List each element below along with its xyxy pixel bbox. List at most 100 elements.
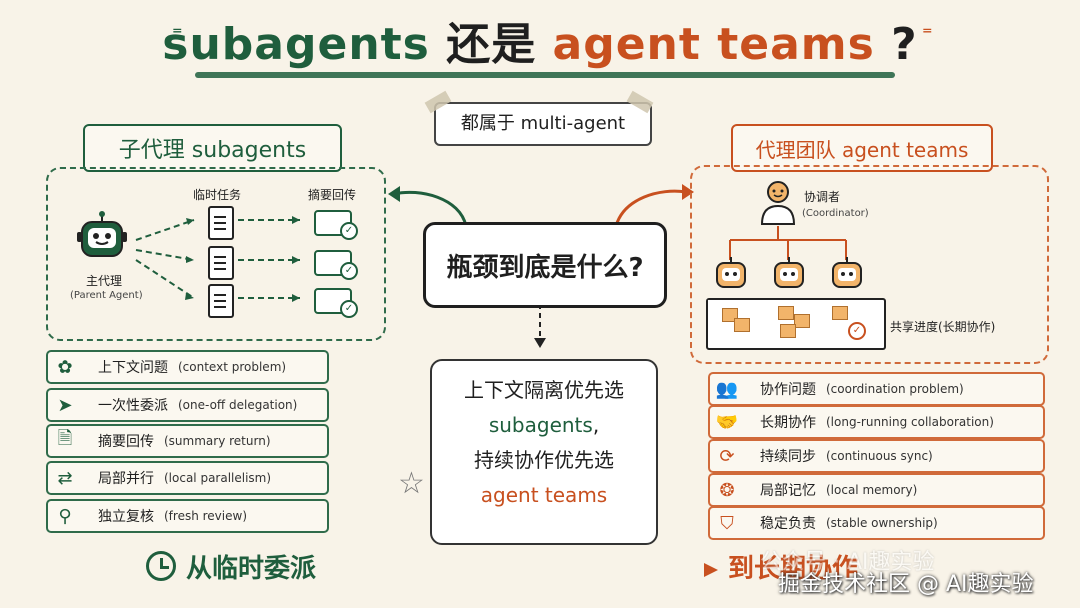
trait-label: 协作问题 <box>760 382 816 398</box>
shield-check-icon: ⛉ <box>720 512 734 534</box>
timeline-arrow <box>358 563 718 577</box>
robot-icon <box>76 210 128 266</box>
title-subagents: subagents <box>162 19 430 70</box>
team-robot-icon <box>830 256 864 294</box>
team-trait-item: ❂ 局部记忆 (local memory) <box>708 473 1045 507</box>
multi-agent-tag-text: 都属于 multi-agent <box>460 113 626 134</box>
recommendation-card: 上下文隔离优先选 subagents, 持续协作优先选 agent teams <box>430 359 658 545</box>
coordinator-icon <box>758 180 798 230</box>
shared-progress-label: 共享进度(长期协作) <box>890 320 996 334</box>
bottleneck-question-text: 瓶颈到底是什么? <box>446 252 644 283</box>
recommendation-agent-teams: agent teams <box>480 483 608 507</box>
sticky-note-icon <box>794 314 810 328</box>
document-check-icon: 🗎 <box>57 428 73 449</box>
trait-english: (coordination problem) <box>826 382 964 396</box>
agent-teams-panel <box>690 165 1049 364</box>
trait-label: 摘要回传 <box>98 434 154 450</box>
team-trait-item: ⛉ 稳定负责 (stable ownership) <box>708 506 1045 540</box>
board-column: ✓ <box>824 300 882 342</box>
team-robot-icon <box>714 256 748 294</box>
question-connectors <box>388 184 694 348</box>
team-trait-item: ⟳ 持续同步 (continuous sync) <box>708 439 1045 473</box>
summary-envelope-icon: ✓ <box>314 288 358 318</box>
trait-english: (context problem) <box>178 360 287 374</box>
check-icon: ✓ <box>340 300 358 318</box>
handshake-icon: 🤝 <box>715 411 739 433</box>
title-accent-right: ⁼ <box>922 22 933 46</box>
recommendation-line-1: 上下文隔离优先选 <box>464 378 624 402</box>
agent-teams-header-text: 代理团队 agent teams <box>755 137 969 162</box>
subagent-trait-item: ⇄ 局部并行 (local parallelism) <box>46 461 329 495</box>
summary-envelope-icon: ✓ <box>314 250 358 280</box>
check-icon: ✓ <box>340 222 358 240</box>
parent-agent-label: 主代理 <box>86 274 123 288</box>
trait-english: (local parallelism) <box>164 471 272 485</box>
subagent-trait-item: 🗎 摘要回传 (summary return) <box>46 424 329 458</box>
sync-icon: ⟳ <box>719 445 735 467</box>
subagents-header-text: 子代理 subagents <box>118 138 307 163</box>
summary-envelope-icon: ✓ <box>314 210 358 240</box>
subagent-flow-arrows <box>135 216 300 302</box>
team-robot-icon <box>772 256 806 294</box>
timeline-end: 到长期协作 <box>728 554 859 584</box>
trait-label: 稳定负责 <box>760 516 816 532</box>
trait-english: (continuous sync) <box>826 449 933 463</box>
sticky-note-icon <box>778 306 794 320</box>
trait-english: (stable ownership) <box>826 516 938 530</box>
title-question-mark: ? <box>891 19 918 70</box>
sticky-note-icon <box>780 324 796 338</box>
trait-english: (local memory) <box>826 483 918 497</box>
multi-agent-tag: 都属于 multi-agent <box>434 102 652 146</box>
trait-label: 局部记忆 <box>760 483 816 499</box>
trait-label: 独立复核 <box>98 509 154 525</box>
star-icon: ☆ <box>398 466 425 501</box>
trait-english: (long-running collaboration) <box>826 415 994 429</box>
magnifier-icon: ⚲ <box>58 505 72 527</box>
trait-label: 局部并行 <box>98 471 154 487</box>
subagents-panel <box>46 167 386 341</box>
sticky-note-icon <box>734 318 750 332</box>
coordinator-label: 协调者 <box>804 190 841 204</box>
task-document-icon <box>208 206 234 240</box>
recommendation-comma: , <box>592 413 600 437</box>
parallel-arrows-icon: ⇄ <box>57 467 73 489</box>
subagent-trait-item: ✿ 上下文问题 (context problem) <box>46 350 329 384</box>
team-trait-item: 👥 协作问题 (coordination problem) <box>708 372 1045 406</box>
subagent-trait-item: ⚲ 独立复核 (fresh review) <box>46 499 329 533</box>
trait-label: 一次性委派 <box>98 398 168 414</box>
task-document-icon <box>208 246 234 280</box>
paper-plane-icon: ➤ <box>57 394 73 416</box>
title-agent-teams: agent teams <box>552 19 875 70</box>
trait-label: 长期协作 <box>760 415 816 431</box>
watermark-text: 掘金技术社区 @ AI趣实验 <box>778 572 1034 597</box>
task-document-icon <box>208 284 234 318</box>
agent-teams-header: 代理团队 agent teams <box>731 124 993 172</box>
people-icon: 👥 <box>715 378 739 400</box>
check-circle-icon: ✓ <box>848 322 866 340</box>
watermark-account: 公众号 · AI趣实验 <box>760 550 935 575</box>
recommendation-line-3: 持续协作优先选 <box>474 448 614 472</box>
trait-english: (fresh review) <box>164 509 247 523</box>
board-column <box>708 300 768 342</box>
board-column <box>766 300 826 342</box>
trait-label: 持续同步 <box>760 449 816 465</box>
timeline-start: 从临时委派 <box>186 554 317 584</box>
bottleneck-question: 瓶颈到底是什么? <box>423 222 667 308</box>
summary-return-label: 摘要回传 <box>308 188 357 202</box>
title-connector: 还是 <box>446 19 537 70</box>
trait-english: (one-off delegation) <box>178 398 298 412</box>
brain-icon: ❂ <box>719 479 735 501</box>
team-trait-item: 🤝 长期协作 (long-running collaboration) <box>708 405 1045 439</box>
title-underline <box>195 72 895 78</box>
sticky-note-icon <box>832 306 848 320</box>
page-title: subagents 还是 agent teams ? <box>0 8 1080 72</box>
recommendation-subagents: subagents <box>488 413 593 437</box>
trait-english: (summary return) <box>164 434 271 448</box>
subagents-header: 子代理 subagents <box>83 124 342 172</box>
title-accent-left: ⁼ <box>172 22 183 46</box>
subagent-trait-item: ➤ 一次性委派 (one-off delegation) <box>46 388 329 422</box>
temp-task-label: 临时任务 <box>193 188 242 202</box>
parent-agent-sublabel: (Parent Agent) <box>70 290 143 301</box>
openai-icon: ✿ <box>57 356 73 378</box>
team-tree-lines <box>729 226 847 260</box>
